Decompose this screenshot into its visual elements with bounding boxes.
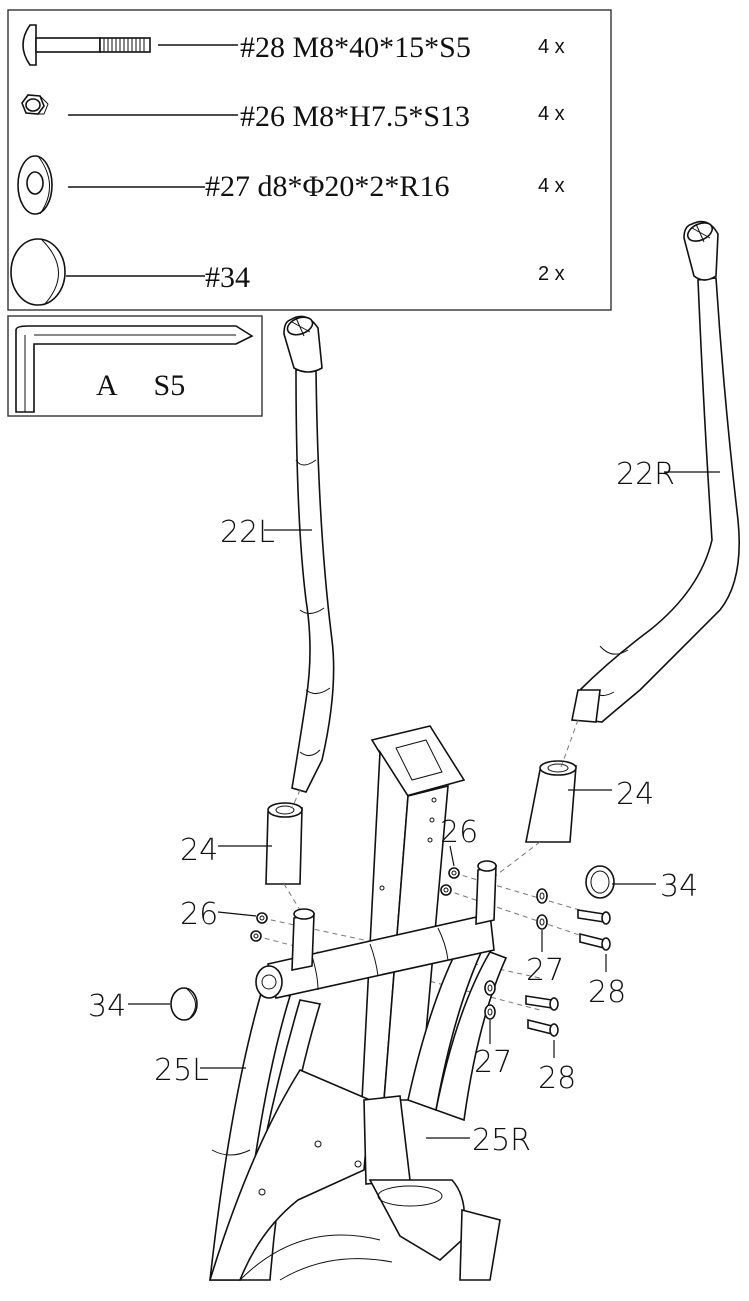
left-sleeve — [265, 802, 303, 885]
callout-leaders — [128, 471, 720, 1139]
nut-icon — [250, 912, 268, 942]
nut-qty: 4 x — [538, 103, 565, 125]
left-handlebar — [283, 315, 335, 793]
callout-26-left: 26 — [180, 897, 218, 932]
main-frame — [208, 725, 508, 1281]
callout-34-right: 34 — [660, 869, 698, 904]
callout-22r: 22R — [616, 457, 675, 492]
washer-icon — [17, 155, 53, 215]
nut-icon — [440, 867, 460, 896]
bolt-spec: #28 M8*40*15*S5 — [240, 31, 471, 64]
bolt-icon — [525, 909, 611, 1037]
tool-box: A S5 — [7, 315, 263, 417]
tool-label: A S5 — [96, 369, 185, 402]
washer-qty: 4 x — [538, 175, 565, 197]
callout-22l: 22L — [220, 515, 275, 550]
callout-25r: 25R — [472, 1123, 531, 1158]
bolt-qty: 4 x — [538, 36, 565, 58]
callout-28-upper: 28 — [588, 975, 626, 1010]
callout-25l: 25L — [154, 1053, 209, 1088]
end-cap-icon — [170, 865, 615, 1021]
callout-24-right: 24 — [616, 777, 654, 812]
callout-27-upper: 27 — [526, 953, 564, 988]
callout-24-left: 24 — [180, 833, 218, 868]
end-cap-spec: #34 — [205, 261, 250, 294]
nut-spec: #26 M8*H7.5*S13 — [240, 100, 470, 133]
allen-key-icon — [15, 325, 254, 413]
parts-row-bolt: #28 M8*40*15*S5 4 x — [22, 24, 565, 66]
callout-28-lower: 28 — [538, 1061, 576, 1096]
right-handlebar — [571, 220, 740, 723]
parts-row-end-cap: #34 2 x — [10, 238, 565, 306]
right-sleeve — [525, 760, 577, 843]
hardware-parts-box: #28 M8*40*15*S5 4 x #26 M8*H7.5*S13 4 x … — [7, 9, 612, 311]
washer-spec: #27 d8*Φ20*2*R16 — [205, 170, 449, 203]
end-cap-icon — [10, 238, 66, 306]
bolt-icon — [22, 24, 151, 66]
nut-icon — [21, 94, 49, 115]
callout-labels: 22L 22R 24 24 26 26 34 34 27 28 27 28 25… — [88, 457, 698, 1158]
callout-34-left: 34 — [88, 989, 126, 1024]
washer-icon — [484, 888, 548, 1020]
callout-27-lower: 27 — [474, 1045, 512, 1080]
end-cap-qty: 2 x — [538, 263, 565, 285]
parts-row-nut: #26 M8*H7.5*S13 4 x — [21, 94, 565, 133]
assembly-hardware — [170, 865, 615, 1037]
callout-26-right: 26 — [440, 815, 478, 850]
parts-row-washer: #27 d8*Φ20*2*R16 4 x — [17, 155, 565, 215]
